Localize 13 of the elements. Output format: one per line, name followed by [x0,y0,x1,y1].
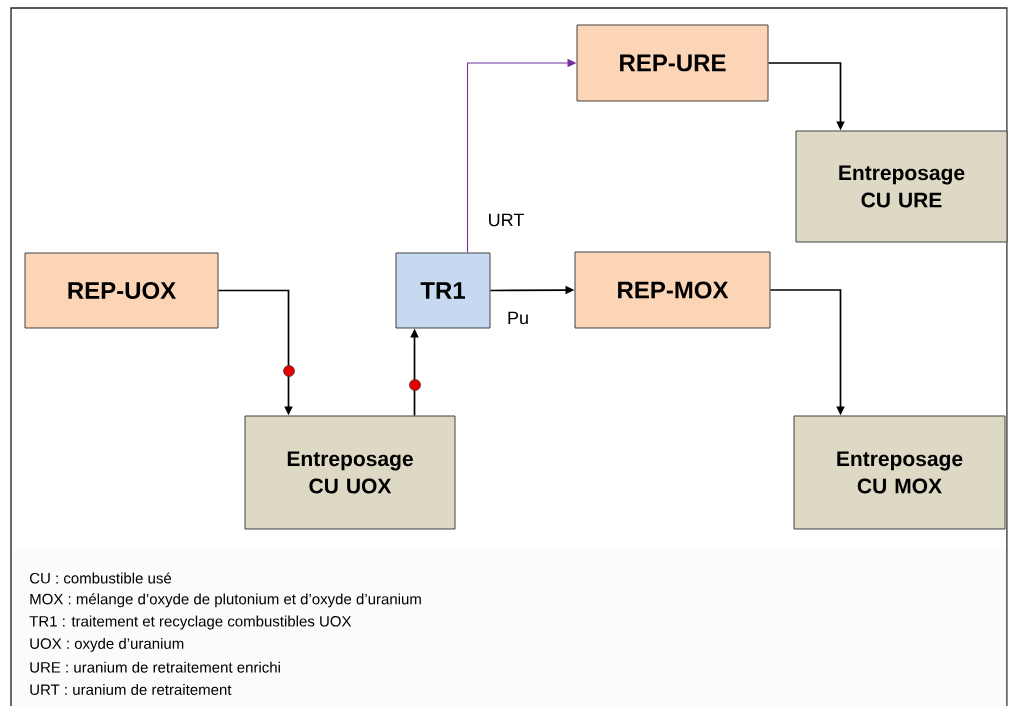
reactor-box: REP-MOX [574,251,771,329]
reactor-box: REP-URE [576,24,769,102]
storage-box: Entreposage CU URE [795,130,1008,243]
legend-text: UOX : oxyde d’uranium [30,637,184,652]
legend-text: CU : combustible usé [30,572,172,584]
legend-text: URT : uranium de retraitement [30,684,232,695]
storage-box: Entreposage CU UOX [244,415,456,530]
legend-text: URE : uranium de retraitement enrichi [30,661,280,673]
storage-box: Entreposage CU MOX [793,415,1006,530]
reactor-box: REP-UOX [24,252,219,329]
process-box: TR1 [395,252,491,329]
legend-text: TR1 : traitement et recyclage combustibles UOX [29,615,352,630]
legend-text: MOX : mélange d’oxyde de plutonium et d’oxyde d’uranium [30,593,421,608]
